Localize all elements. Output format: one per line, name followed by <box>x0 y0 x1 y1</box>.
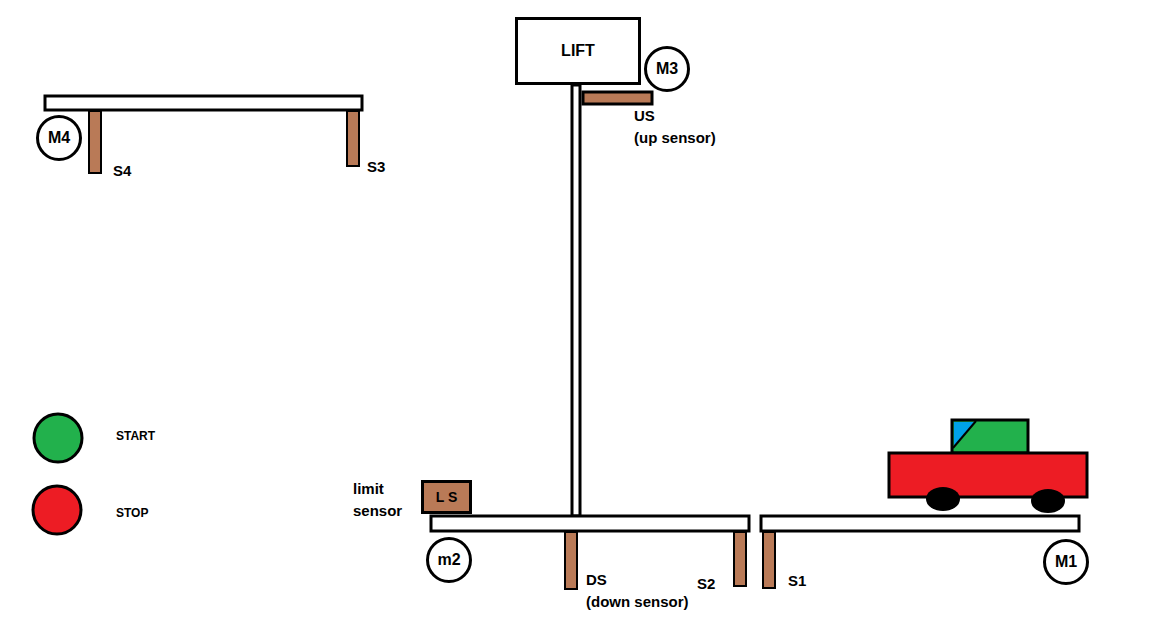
sensor-leg <box>734 532 746 586</box>
sensor-leg <box>763 532 775 588</box>
sensor-note: (down sensor) <box>586 593 689 610</box>
stop-button <box>33 486 81 534</box>
node-text: LIFT <box>561 42 595 60</box>
sensor-label: S4 <box>113 162 131 179</box>
platform <box>45 96 362 110</box>
lift-box: LIFT <box>515 17 641 85</box>
node-text: L S <box>436 489 458 505</box>
car-wheel <box>926 487 960 511</box>
motor-circle-outline <box>1045 541 1088 584</box>
motor-circle-outline <box>428 539 471 582</box>
start-button <box>34 414 82 462</box>
motor-circle-outline <box>38 117 81 160</box>
motor-circle-outline <box>646 48 689 91</box>
car-wheel <box>1031 489 1065 513</box>
sensor-note: (up sensor) <box>634 129 716 146</box>
sensor-label: S3 <box>367 158 385 175</box>
sensor-label: S1 <box>788 572 806 589</box>
button-label: STOP <box>116 507 148 521</box>
node-text: m2 <box>437 551 460 569</box>
node-text: M3 <box>656 60 678 78</box>
node-text: M1 <box>1055 553 1077 571</box>
sensor-note: limit sensor <box>353 478 415 522</box>
car-cab <box>952 420 1028 453</box>
sensor-leg <box>89 111 101 173</box>
button-label: START <box>116 430 155 444</box>
motor-circle: M1 <box>1043 539 1089 585</box>
sensor-label: S2 <box>697 575 715 592</box>
sensor-label: DS <box>586 571 607 588</box>
motor-circle: M3 <box>644 46 690 92</box>
limit-sensor-box: L S <box>421 480 472 514</box>
sensor-leg <box>347 111 359 166</box>
sensor-label: US <box>634 107 655 124</box>
platform <box>431 516 749 531</box>
motor-circle: m2 <box>426 537 472 583</box>
platform <box>761 516 1079 531</box>
car-window-edge <box>953 421 976 448</box>
car-body <box>889 453 1087 497</box>
up-sensor <box>583 92 652 104</box>
lift-pole <box>572 85 580 516</box>
sensor-leg <box>565 532 577 589</box>
car-window <box>954 422 976 447</box>
node-text: M4 <box>48 129 70 147</box>
motor-circle: M4 <box>36 115 82 161</box>
